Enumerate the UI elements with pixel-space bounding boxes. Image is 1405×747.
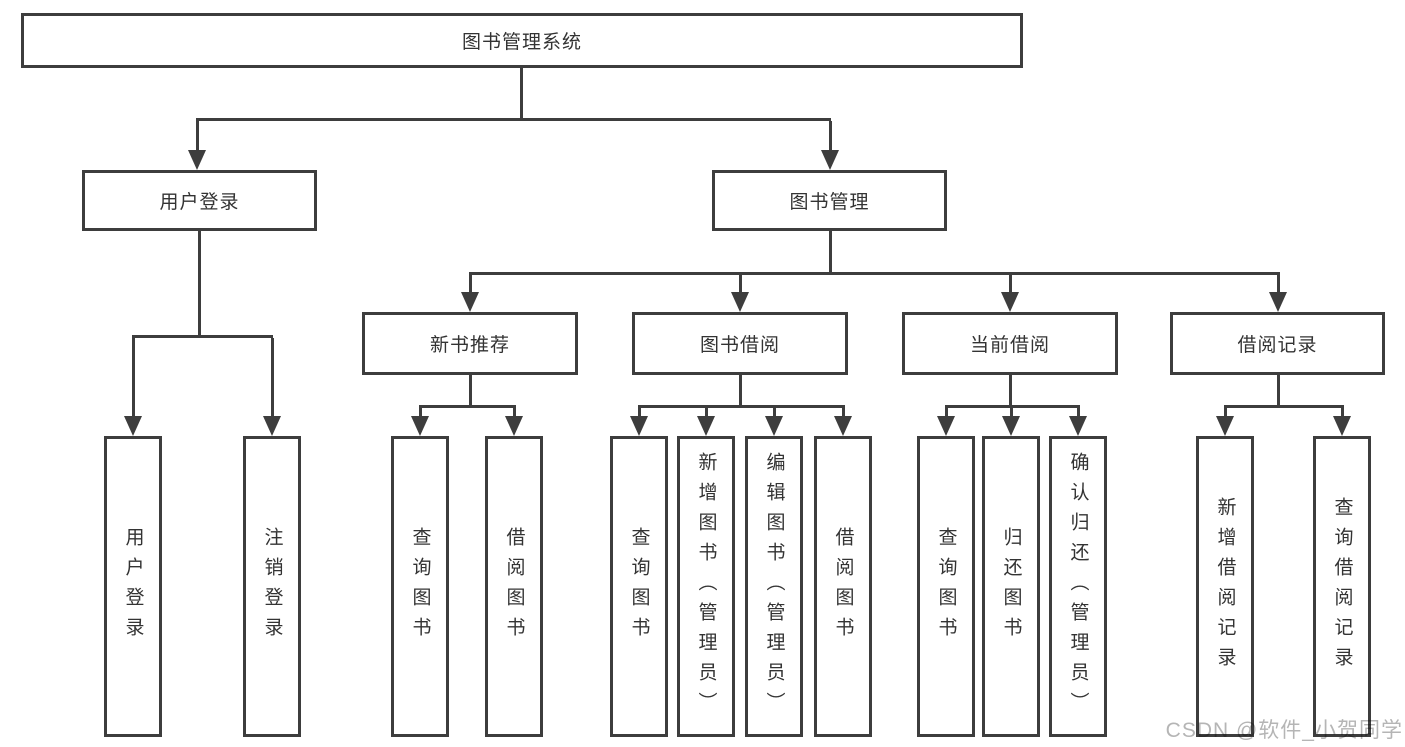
node-user-login: 用户登录 [82,170,317,231]
connector-line [945,405,1080,408]
node-current-borrow: 当前借阅 [902,312,1118,375]
leaf-query-books-recommend: 查询图书 [391,436,449,737]
watermark-text: CSDN @软件_小贺同学 [1165,719,1403,742]
leaf-confirm-return-admin: 确认归还（管理员） [1049,436,1107,737]
connector-line [739,375,742,408]
arrowhead-down-icon [1216,416,1234,436]
arrowhead-down-icon [1001,292,1019,312]
arrowhead-down-icon [461,292,479,312]
leaf-label: 新增图书（管理员） [695,451,717,722]
connector-line [739,275,742,295]
leaf-label: 查询图书 [935,526,957,647]
node-label: 图书管理 [789,192,870,213]
connector-line [1224,408,1227,420]
connector-line [513,408,516,420]
connector-line [196,118,831,121]
connector-line [419,405,516,408]
connector-line [469,272,1280,275]
node-label: 当前借阅 [969,335,1050,356]
connector-line [1277,275,1280,295]
leaf-label: 用户登录 [122,526,144,647]
connector-line [196,121,199,153]
arrowhead-down-icon [821,150,839,170]
node-label: 新书推荐 [429,335,510,356]
connector-line [1010,408,1013,420]
leaf-add-books-admin: 新增图书（管理员） [677,436,735,737]
connector-line [829,121,832,153]
connector-line [842,408,845,420]
arrowhead-down-icon [263,416,281,436]
leaf-label: 查询图书 [409,526,431,647]
leaf-query-borrow-record: 查询借阅记录 [1313,436,1371,737]
arrowhead-down-icon [630,416,648,436]
arrowhead-down-icon [1002,416,1020,436]
connector-line [520,68,523,121]
connector-line [1224,405,1344,408]
connector-line [638,405,845,408]
leaf-add-borrow-record: 新增借阅记录 [1196,436,1254,737]
arrowhead-down-icon [765,416,783,436]
connector-line [1341,408,1344,420]
connector-line [1277,375,1280,408]
leaf-query-books-borrow: 查询图书 [610,436,668,737]
connector-line [132,335,273,338]
leaf-label: 借阅图书 [503,526,525,647]
connector-line [469,275,472,295]
connector-line [132,338,135,418]
leaf-edit-books-admin: 编辑图书（管理员） [745,436,803,737]
leaf-return-books: 归还图书 [982,436,1040,737]
leaf-label: 编辑图书（管理员） [763,451,785,722]
leaf-label: 确认归还（管理员） [1067,451,1089,722]
node-label: 图书管理系统 [461,32,582,53]
arrowhead-down-icon [1069,416,1087,436]
connector-line [705,408,708,420]
connector-line [829,231,832,275]
arrowhead-down-icon [505,416,523,436]
leaf-label: 借阅图书 [832,526,854,647]
arrowhead-down-icon [937,416,955,436]
arrowhead-down-icon [188,150,206,170]
leaf-label: 新增借阅记录 [1214,496,1236,677]
arrowhead-down-icon [124,416,142,436]
node-label: 图书借阅 [699,335,780,356]
connector-line [773,408,776,420]
leaf-label: 查询借阅记录 [1331,496,1353,677]
connector-line [945,408,948,420]
node-borrow-records: 借阅记录 [1170,312,1385,375]
leaf-label: 归还图书 [1000,526,1022,647]
leaf-borrow-books-recommend: 借阅图书 [485,436,543,737]
connector-line [469,375,472,408]
node-book-borrow: 图书借阅 [632,312,848,375]
connector-line [419,408,422,420]
arrowhead-down-icon [697,416,715,436]
arrowhead-down-icon [1269,292,1287,312]
arrowhead-down-icon [731,292,749,312]
node-label: 用户登录 [159,192,240,213]
arrowhead-down-icon [834,416,852,436]
leaf-user-login: 用户登录 [104,436,162,737]
leaf-logout: 注销登录 [243,436,301,737]
node-label: 借阅记录 [1237,335,1318,356]
arrowhead-down-icon [411,416,429,436]
node-new-book-recommend: 新书推荐 [362,312,578,375]
node-library-management-system: 图书管理系统 [21,13,1023,68]
connector-line [271,338,274,418]
connector-line [1077,408,1080,420]
arrowhead-down-icon [1333,416,1351,436]
leaf-query-books-current: 查询图书 [917,436,975,737]
leaf-borrow-books-borrow: 借阅图书 [814,436,872,737]
leaf-label: 注销登录 [261,526,283,647]
connector-line [638,408,641,420]
node-book-management: 图书管理 [712,170,947,231]
connector-line [198,231,201,338]
connector-line [1009,275,1012,295]
connector-line [1009,375,1012,408]
leaf-label: 查询图书 [628,526,650,647]
